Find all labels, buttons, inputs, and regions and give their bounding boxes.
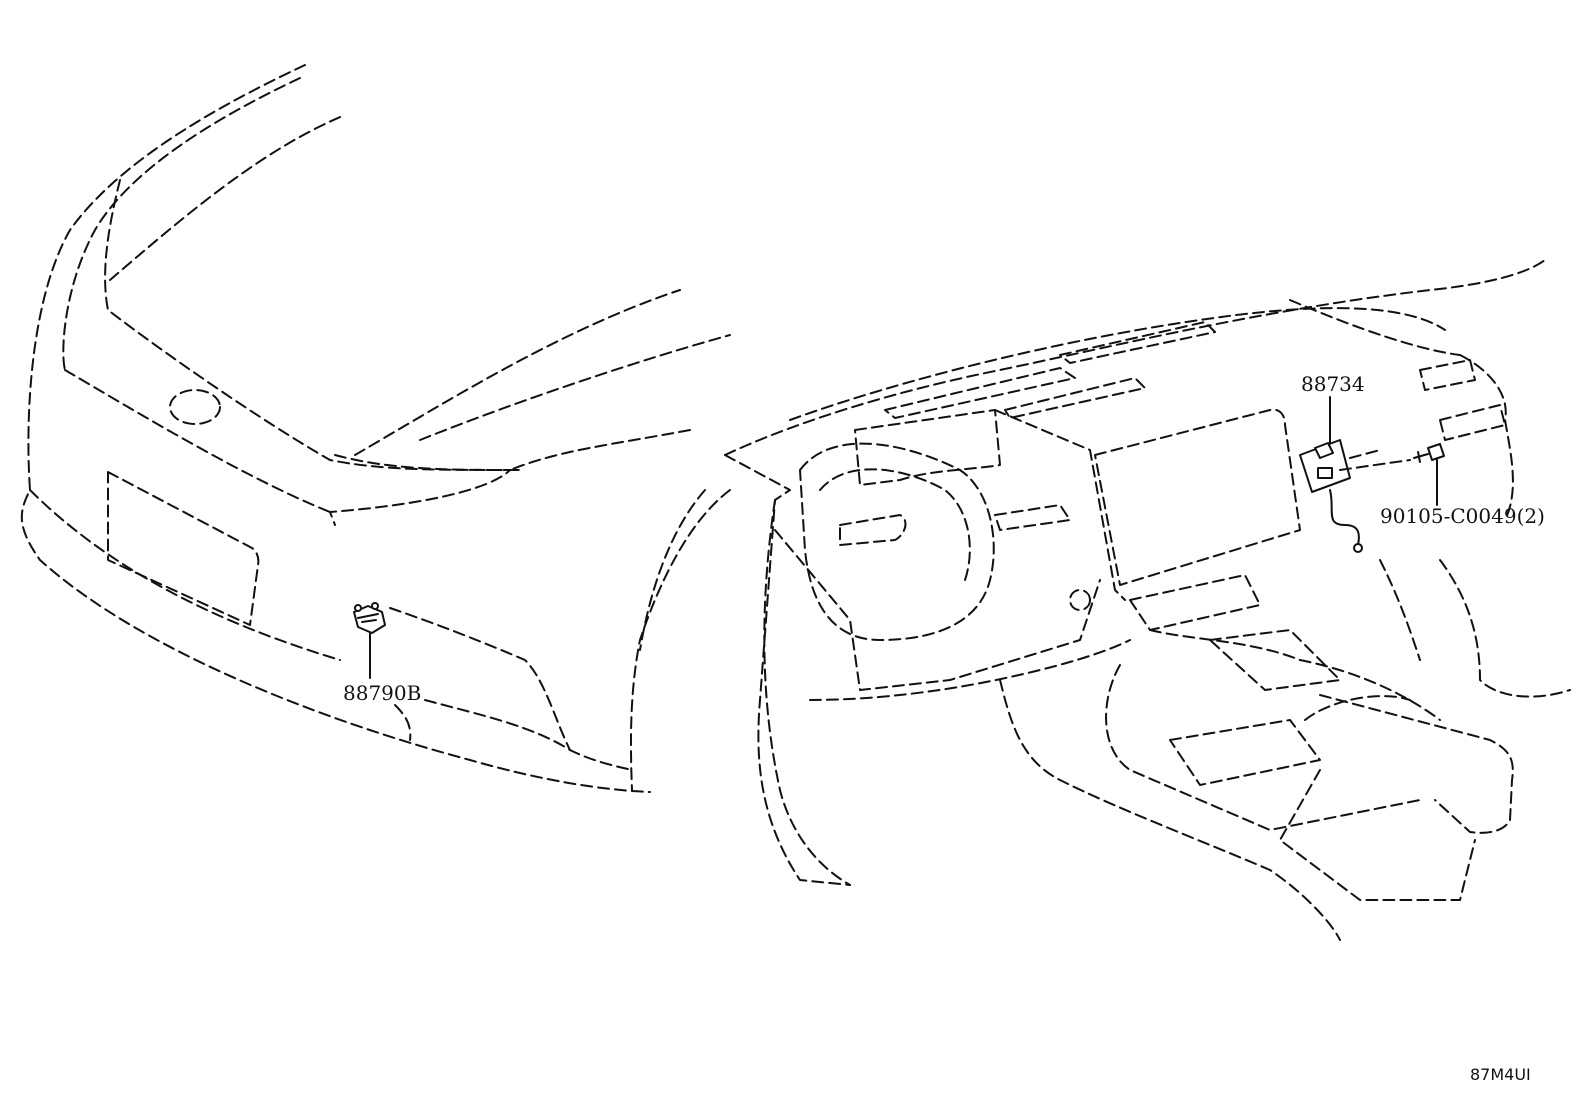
module-part[interactable] (1299, 439, 1363, 553)
left-vent (839, 514, 907, 546)
meter-hood (854, 409, 1001, 486)
console-pad (1209, 629, 1341, 691)
bumper-bottom (424, 699, 633, 771)
body-contour (20, 64, 651, 793)
left-pillar-2 (763, 499, 851, 886)
defrost-vent-2 (1059, 321, 1216, 364)
bolt-part[interactable] (1413, 443, 1445, 463)
center-trim (994, 409, 1126, 601)
console-rear (1279, 769, 1476, 901)
dash-front (1289, 299, 1461, 356)
console-side (1105, 664, 1421, 831)
floor-right-2 (1379, 559, 1421, 661)
roof-line (354, 289, 681, 456)
lower-panel (774, 529, 1101, 691)
label-module: 88734 (1301, 372, 1365, 396)
fender-arch (629, 489, 731, 791)
center-vent (994, 504, 1071, 531)
floor-right (1439, 559, 1571, 698)
left-pillar (724, 454, 851, 886)
trunk-lip (64, 369, 331, 513)
roof-line-2 (419, 334, 731, 441)
trunk-edge (104, 179, 521, 471)
sensor-harness (394, 704, 412, 741)
trunk-lid-line (109, 114, 346, 281)
steering-shroud (799, 442, 995, 641)
sensor-part[interactable] (353, 602, 386, 634)
label-bolt: 90105-C0049(2) (1380, 504, 1545, 528)
center-display (1094, 408, 1301, 586)
armrest (1319, 694, 1514, 834)
emblem (169, 389, 221, 425)
start-button (1069, 589, 1091, 611)
dash-top (724, 259, 1546, 456)
illustration-code: 87M4UI (1470, 1065, 1531, 1084)
bumper-side (389, 607, 571, 751)
body-contour-inner (62, 77, 301, 371)
right-vent (1419, 359, 1476, 391)
label-sensor: 88790B (343, 681, 421, 705)
fender-arch-2 (639, 489, 706, 651)
console-tray (1129, 574, 1261, 631)
spoiler (329, 454, 511, 526)
console-top (1149, 629, 1441, 721)
defrost-vent-1 (884, 367, 1076, 419)
bumper-lower (29, 489, 341, 661)
instrument-panel-view: 88734 90105-C0049(2) (724, 259, 1571, 941)
knee-panel (809, 639, 1131, 701)
console-lower (999, 679, 1341, 941)
console-bin (1169, 719, 1321, 786)
armrest-2 (1304, 695, 1411, 721)
module-guide-2 (1339, 459, 1411, 471)
right-end-2 (1439, 404, 1506, 441)
dash-top-2 (789, 307, 1446, 421)
steering-inner (819, 468, 971, 581)
rear-bumper-view: 88790B (20, 64, 731, 793)
module-guide (1349, 449, 1381, 459)
defrost-vent-3 (1004, 377, 1146, 419)
quarter-line (509, 429, 691, 471)
right-end (1459, 354, 1514, 521)
license-plate-recess (107, 471, 260, 626)
